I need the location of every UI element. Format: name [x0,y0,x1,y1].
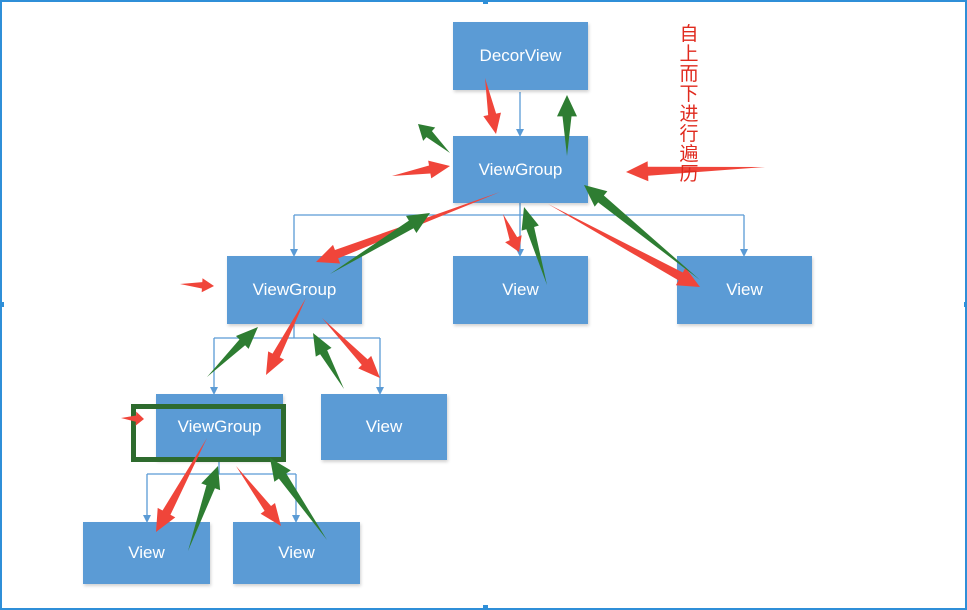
up-arrow-grandchild-to-child [207,327,258,377]
view-node-3[interactable]: View [321,394,447,460]
child-view-group-label: ViewGroup [252,280,337,299]
down-arrow-child-to-view3 [322,318,380,378]
view-label-5: View [278,543,315,562]
up-arrow-view4-to-grandchild [188,466,221,551]
resize-handle-left[interactable] [0,302,4,307]
down-arrow-into-root [392,160,450,179]
view-label-4: View [128,543,165,562]
view-label-3: View [365,417,403,436]
down-arrow-grandchild-to-view5 [236,466,281,526]
resize-handle-bottom[interactable] [483,605,488,610]
root-view-group-node[interactable]: ViewGroup [453,136,588,203]
root-view-group-label: ViewGroup [478,159,563,179]
highlight-box [131,404,286,462]
down-arrow-into-grandchild [121,411,144,426]
up-arrow-view5-to-grandchild [270,458,327,540]
down-arrow-child-to-grandchild [266,298,306,375]
up-arrow-view1-to-root [521,207,547,285]
up-arrow-child-to-root [330,213,430,274]
down-arrow-root-to-view1 [503,214,522,252]
traversal-note: 自上而下进行遍历 [679,23,699,185]
view-node-2[interactable]: View [677,256,812,324]
view-node-5[interactable]: View [233,522,360,584]
up-arrow-left-of-root [418,124,450,153]
resize-handle-right[interactable] [964,302,967,307]
view-label-2: View [726,280,763,299]
child-view-group-node[interactable]: ViewGroup [227,256,362,324]
up-arrow-view2-to-root [584,185,700,280]
view-label-1: View [502,280,539,299]
down-arrow-into-child [180,278,214,293]
up-arrow-view3-to-child [313,333,344,389]
resize-handle-top[interactable] [483,0,488,4]
down-arrow-decor-to-root [483,78,501,134]
view-node-1[interactable]: View [453,256,588,324]
down-arrow-right-side [626,161,765,182]
decor-view-label: DecorView [479,46,562,65]
up-arrow-root-to-decor [557,95,577,156]
view-node-4[interactable]: View [83,522,210,584]
down-arrow-root-to-view2 [548,204,700,287]
down-arrow-grandchild-to-view4 [156,438,207,532]
decor-view-node[interactable]: DecorView [453,22,588,90]
grandchild-view-group-label: ViewGroup [177,417,262,436]
